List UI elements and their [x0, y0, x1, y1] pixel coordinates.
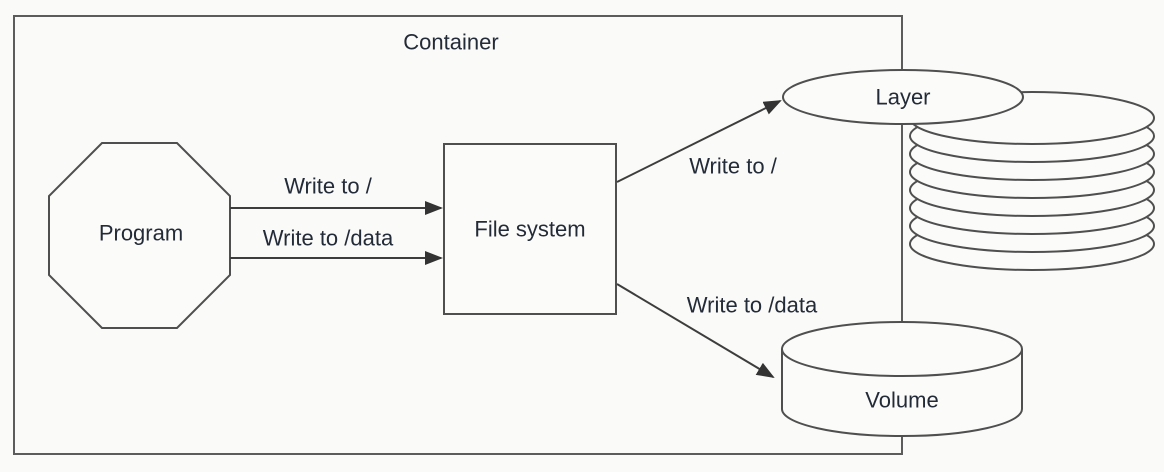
volume-cylinder-top — [781, 321, 1023, 377]
edge-label-write-data-right: Write to /data — [687, 293, 818, 318]
layer-label: Layer — [875, 85, 930, 110]
edge-label-write-data-left: Write to /data — [263, 226, 394, 251]
file-system-node — [443, 143, 617, 315]
program-node — [48, 142, 231, 329]
volume-node — [781, 321, 1023, 437]
edge-label-write-root-left: Write to / — [284, 174, 373, 199]
container-label: Container — [403, 30, 498, 55]
layer-node — [782, 69, 1024, 125]
edge-label-write-root-right: Write to / — [689, 154, 778, 179]
program-label: Program — [99, 221, 183, 246]
container-boundary — [13, 15, 903, 455]
arrow-filesystem-to-volume — [616, 283, 775, 379]
volume-label: Volume — [865, 388, 938, 413]
file-system-label: File system — [474, 217, 585, 242]
arrow-filesystem-to-layer — [616, 100, 782, 183]
